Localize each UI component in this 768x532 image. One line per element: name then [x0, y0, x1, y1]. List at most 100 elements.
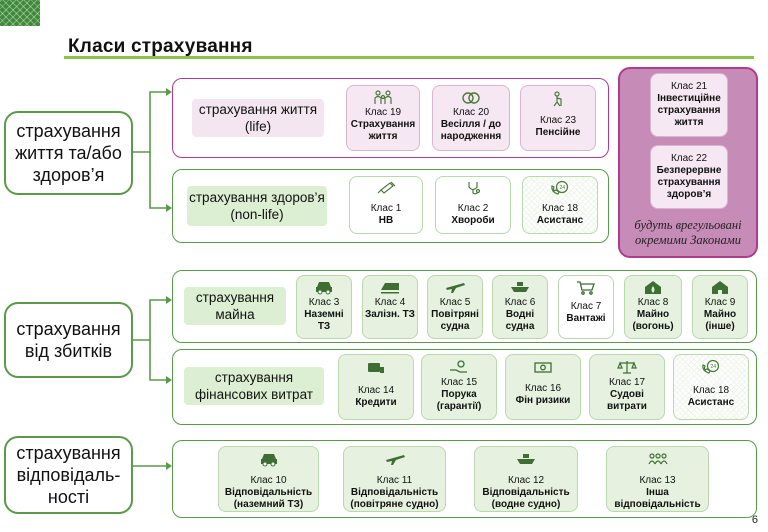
- car-icon: [316, 282, 332, 295]
- class-card: Клас 16 Фін ризики: [505, 354, 581, 420]
- syringe-icon: [377, 181, 396, 194]
- class-number: Клас 1: [370, 203, 402, 214]
- class-name: Безперервне страхування здоров’я: [656, 165, 722, 200]
- class-name: Пенсійне: [535, 127, 581, 138]
- class-number: Клас 22: [670, 153, 708, 164]
- category-life-health: страхування життя та/або здоров’я: [4, 111, 133, 195]
- class-name: Відповідальність (наземний ТЗ): [224, 487, 313, 510]
- corner-decoration: [0, 0, 40, 26]
- ship-icon: [517, 454, 535, 464]
- class-card: Клас 6 Водні судна: [492, 275, 548, 339]
- class-card: Клас 10 Відповідальність (наземний ТЗ): [218, 446, 319, 512]
- class-number: Клас 20: [452, 107, 490, 118]
- class-card: Клас 8 Майно (вогонь): [624, 275, 682, 339]
- class-number: Клас 15: [440, 377, 478, 388]
- class-number: Клас 10: [250, 475, 287, 486]
- class-card: 24 Клас 18 Асистанс: [673, 354, 749, 420]
- category-liability: страхування відповідаль-ності: [4, 436, 133, 514]
- house-fire-icon: [645, 281, 661, 294]
- title-underline: [64, 56, 754, 59]
- class-card: Клас 2 Хвороби: [435, 176, 511, 234]
- class-number: Клас 12: [507, 475, 545, 486]
- subgroup-label-life: страхування життя (life): [192, 99, 324, 137]
- class-number: Клас 9: [704, 297, 736, 308]
- class-number: Клас 19: [364, 107, 402, 118]
- class-number: Клас 23: [539, 115, 577, 126]
- subgroup-label-health: страхування здоров’я (non-life): [187, 186, 327, 226]
- class-number: Клас 16: [524, 383, 562, 394]
- page-number: 6: [751, 514, 758, 526]
- class-number: Клас 7: [570, 301, 602, 312]
- class-name: Судові витрати: [607, 389, 647, 412]
- class-number: Клас 5: [439, 297, 471, 308]
- class-name: Кредити: [355, 397, 397, 408]
- class-name: Майно (вогонь): [632, 309, 674, 332]
- class-card: Клас 11 Відповідальність (повітряне судн…: [343, 446, 446, 512]
- people-icon: [647, 453, 668, 465]
- class-card: Клас 7 Вантажі: [558, 275, 614, 339]
- class-name: Порука (гарантії): [436, 389, 482, 412]
- scales-icon: [617, 361, 637, 374]
- class-card-21: Клас 21 Інвестиційне страхування життя: [650, 73, 728, 137]
- category-label: страхування відповідаль-ності: [16, 443, 121, 507]
- car-icon: [260, 454, 277, 467]
- class-name: Фін ризики: [515, 395, 571, 406]
- plane-icon: [385, 455, 405, 465]
- svg-text:24: 24: [711, 364, 717, 370]
- class-card: Клас 23 Пенсійне: [520, 85, 596, 151]
- class-card: Клас 15 Порука (гарантії): [421, 354, 497, 420]
- page-title: Класи страхування: [68, 36, 253, 57]
- class-name: Відповідальність (повітряне судно): [350, 487, 439, 510]
- class-number: Клас 8: [637, 297, 669, 308]
- ship-icon: [511, 282, 529, 292]
- class-card: 24 Клас 18 Асистанс: [522, 176, 598, 234]
- class-name: Страхування життя: [350, 119, 416, 142]
- phone-24-icon: 24: [702, 359, 720, 374]
- class-name: Залізн. ТЗ: [365, 309, 415, 320]
- class-name: НВ: [378, 215, 394, 226]
- rings-icon: [462, 92, 480, 104]
- category-label: страхування від збитків: [16, 319, 121, 361]
- class-number: Клас 6: [504, 297, 536, 308]
- svg-text:24: 24: [560, 185, 566, 191]
- class-card: Клас 5 Повітряні судна: [427, 275, 483, 339]
- train-icon: [381, 283, 399, 294]
- class-number: Клас 11: [376, 475, 413, 486]
- stethoscope-icon: [468, 182, 481, 195]
- class-number: Клас 3: [308, 297, 340, 308]
- class-number: Клас 18: [541, 203, 579, 214]
- class-name: Відповідальність (водне судно): [482, 487, 570, 510]
- class-name: Інвестиційне страхування життя: [657, 93, 721, 128]
- category-damage: страхування від збитків: [4, 302, 133, 378]
- class-number: Клас 4: [374, 297, 406, 308]
- class-name: Весілля / до народження: [440, 119, 502, 142]
- class-name: Водні судна: [505, 309, 535, 332]
- class-card: Клас 4 Залізн. ТЗ: [362, 275, 418, 339]
- class-name: Наземні ТЗ: [304, 309, 344, 332]
- cart-icon: [577, 281, 595, 295]
- class-number: Клас 14: [357, 385, 395, 396]
- class-card: Клас 13 Інша відповідальність: [606, 446, 709, 512]
- class-name: Асистанс: [536, 215, 584, 226]
- class-number: Клас 17: [608, 377, 646, 388]
- hand-coin-icon: [450, 360, 467, 373]
- class-number: Клас 21: [670, 81, 708, 92]
- class-card: Клас 20 Весілля / до народження: [432, 85, 510, 151]
- plane-icon: [446, 283, 465, 293]
- class-card: Клас 19 Страхування життя: [346, 85, 420, 151]
- class-card: Клас 9 Майно (інше): [692, 275, 748, 339]
- category-label: страхування життя та/або здоров’я: [15, 121, 122, 185]
- class-name: Майно (інше): [703, 309, 737, 332]
- class-name: Повітряні судна: [431, 309, 479, 332]
- elderly-icon: [553, 91, 562, 107]
- class-name: Хвороби: [451, 215, 495, 226]
- class-card: Клас 1 НВ: [349, 176, 423, 234]
- class-number: Клас 18: [692, 385, 730, 396]
- family-icon: [374, 90, 392, 104]
- subgroup-label-property: страхування майна: [184, 287, 286, 325]
- class-name: Інша відповідальність: [614, 487, 701, 510]
- class-card: Клас 14 Кредити: [338, 354, 414, 420]
- class-card: Клас 12 Відповідальність (водне судно): [474, 446, 578, 512]
- special-note: будуть врегульовані окремими Законами: [634, 218, 742, 247]
